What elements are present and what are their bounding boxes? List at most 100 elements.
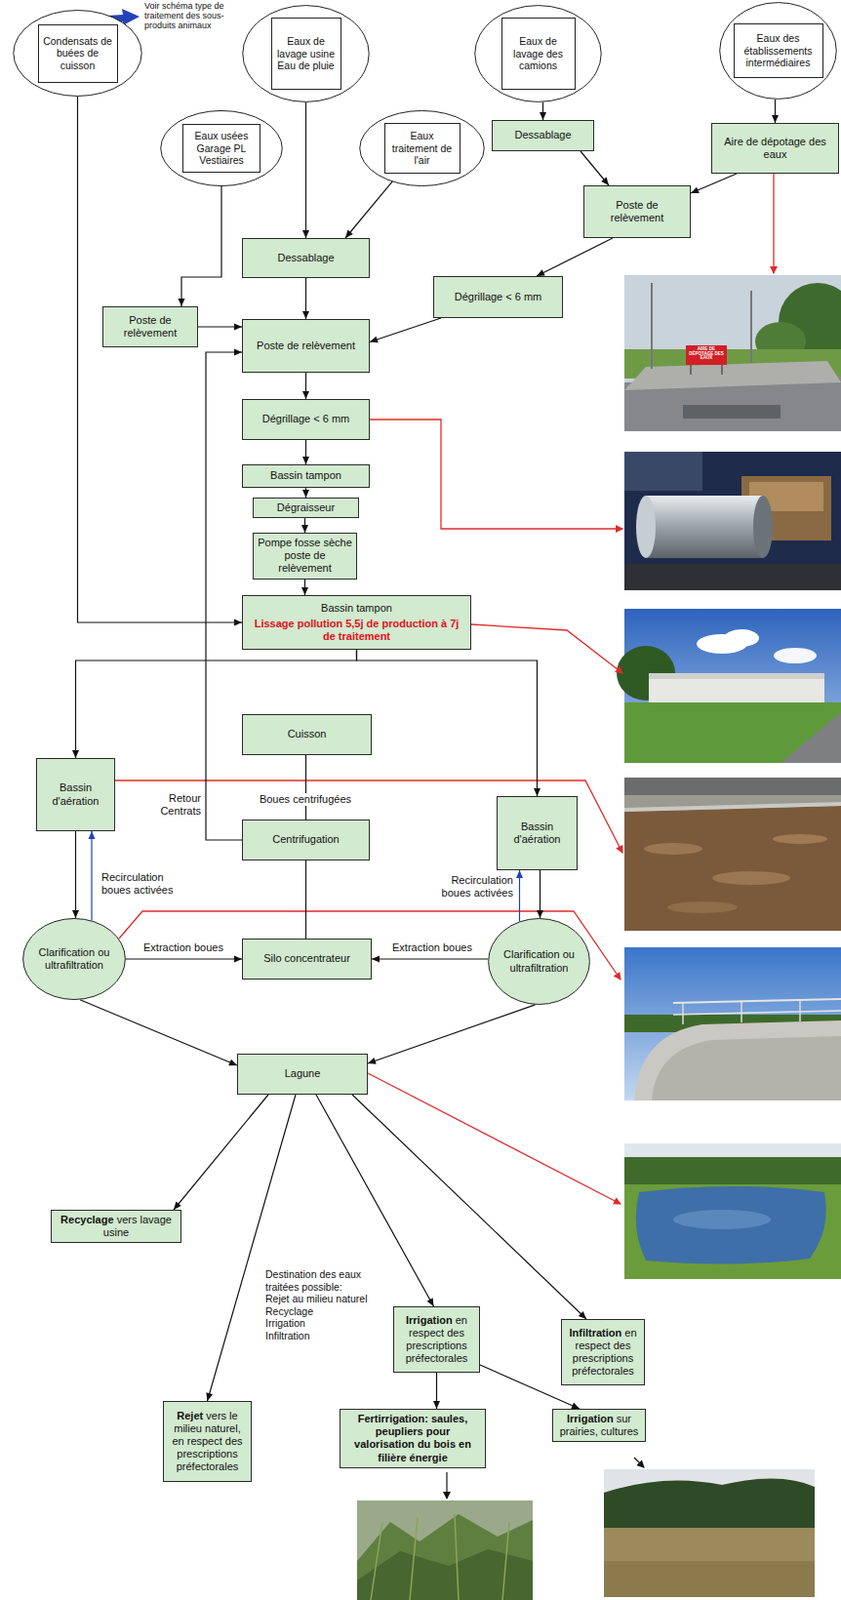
arrow-head xyxy=(228,1059,238,1066)
connector xyxy=(72,831,80,919)
photo-lagune-part xyxy=(624,1184,841,1280)
connector-line xyxy=(367,1004,536,1064)
node-title: Dessablage xyxy=(514,128,571,142)
node-title: Cuisson xyxy=(287,727,327,741)
photo-depotage-part xyxy=(720,364,723,375)
connector xyxy=(178,186,223,307)
connector-line xyxy=(173,1094,269,1210)
process-box: Bassin d'aération xyxy=(496,796,578,871)
arrow-head xyxy=(302,489,310,498)
node-title: Poste de relèvement xyxy=(588,199,686,225)
connector-line xyxy=(80,1000,238,1066)
edge-label: Extraction boues xyxy=(381,941,483,955)
arrow-head xyxy=(302,311,310,320)
node-title: Irrigation xyxy=(566,1412,614,1425)
photo-depotage xyxy=(624,275,841,432)
photo-degrilleur xyxy=(624,451,841,591)
photo-saules-part xyxy=(357,1514,533,1600)
node-title: Eaux de lavage des camions xyxy=(504,35,573,73)
source-ellipse: Eaux usées Garage PL Vestiaires xyxy=(160,110,283,187)
text-line: Irrigationsur prairies, cultures xyxy=(557,1412,641,1439)
connector xyxy=(352,1094,587,1320)
node-title: Poste de relèvement xyxy=(256,339,356,353)
photo-prairie xyxy=(603,1469,815,1598)
clarifier-circle: Clarification ou ultrafiltration xyxy=(487,918,591,1005)
ellipse-outline xyxy=(13,10,142,97)
connector xyxy=(536,870,544,919)
text-line: Infiltrationen respect des prescriptions… xyxy=(565,1326,641,1379)
photo-prairie-part xyxy=(603,1561,815,1598)
process-box: Poste de relèvement xyxy=(102,306,199,348)
process-box: Lagune xyxy=(237,1053,368,1095)
photo-lagune-part xyxy=(636,1186,827,1265)
leader-line-part xyxy=(471,624,623,674)
node-title: Fertirrigation: saules, peupliers pour v… xyxy=(344,1412,481,1465)
photo-depotage-part xyxy=(685,345,727,365)
node-title: Centrifugation xyxy=(272,833,340,846)
label-box: Condensats de buées de cuisson xyxy=(38,24,119,83)
node-title: Lagune xyxy=(284,1067,321,1081)
photo-prairie-part xyxy=(603,1478,815,1530)
node-title: Eaux de lavage usine Eau de pluie xyxy=(274,35,339,73)
photo-bassin-aeration-part xyxy=(643,842,703,855)
node-title: Silo concentrateur xyxy=(263,952,351,965)
connector xyxy=(301,518,309,533)
process-box: Dégrillage < 6 mm xyxy=(433,276,563,319)
process-box: Poste de relèvement xyxy=(583,185,691,239)
connector xyxy=(302,487,310,498)
ellipse-outline xyxy=(242,5,369,103)
node-title: Eaux des établissements intermédiaires xyxy=(736,32,821,70)
node-title: Bassin d'aération xyxy=(40,781,111,807)
ellipse-outline xyxy=(160,110,282,186)
connector-line xyxy=(357,649,538,797)
connector xyxy=(367,1004,536,1065)
photo-bassin-tampon xyxy=(616,608,841,763)
arrow-head xyxy=(578,1311,587,1320)
process-box: Poste de relèvement xyxy=(241,319,370,373)
photo-bassin-aeration-part xyxy=(624,805,841,931)
arrow-head xyxy=(72,750,80,759)
arrow-head xyxy=(234,349,242,357)
arrow-head xyxy=(600,177,609,186)
label-box: Eaux traitement de l'air xyxy=(384,122,461,174)
photo-bassin-tampon-part xyxy=(624,702,841,763)
leader-line-part xyxy=(634,1457,644,1468)
connector xyxy=(536,238,613,277)
node-title: Condensats de buées de cuisson xyxy=(40,35,116,73)
photo-bassin-aeration-part xyxy=(624,777,841,796)
connector xyxy=(302,440,310,465)
node-note: Lissage pollution 5,5j de production à 7… xyxy=(246,617,467,643)
process-box: Silo concentrateur xyxy=(241,938,372,980)
arrow-head xyxy=(536,269,546,277)
edge-label: Retour Centrats xyxy=(142,792,201,818)
label-box: Eaux usées Garage PL Vestiaires xyxy=(182,123,261,173)
connector xyxy=(173,1094,269,1210)
process-box: Dégrillage < 6 mm xyxy=(241,399,370,441)
connector-line xyxy=(205,352,242,841)
process-box: Irrigationsur prairies, cultures xyxy=(552,1408,646,1442)
connector xyxy=(80,1000,238,1066)
photo-bassin-aeration-part xyxy=(667,901,738,914)
edge-label: Recirculation boues activées xyxy=(101,871,182,897)
connector-line xyxy=(371,958,488,960)
connector xyxy=(690,173,737,194)
arrow-head xyxy=(345,230,354,239)
leader-line-part xyxy=(445,1472,447,1499)
note-line: Destination des eaux traitées possible: xyxy=(265,1268,391,1293)
connector xyxy=(302,372,310,400)
node-title: Irrigation xyxy=(405,1314,453,1326)
photo-depotage-part xyxy=(650,282,653,369)
source-ellipse: Eaux de lavage des camions xyxy=(474,4,602,103)
connector xyxy=(433,1372,441,1409)
source-ellipse: Eaux traitement de l'air xyxy=(359,110,485,187)
photo-bassin-tampon-part xyxy=(648,677,825,705)
process-box: Fertirrigation: saules, peupliers pour v… xyxy=(339,1408,486,1469)
text-line: Recyclagevers lavage usine xyxy=(55,1213,177,1240)
edge-label: Extraction boues xyxy=(132,941,235,955)
note-line: Irrigation xyxy=(265,1317,391,1330)
label-box: Eaux de lavage des camions xyxy=(501,17,576,90)
process-box: Dessablage xyxy=(241,238,370,279)
photo-bassin-aeration-part xyxy=(624,777,841,931)
node-title: Dégrillage < 6 mm xyxy=(262,412,351,426)
arrow-head xyxy=(301,587,309,596)
